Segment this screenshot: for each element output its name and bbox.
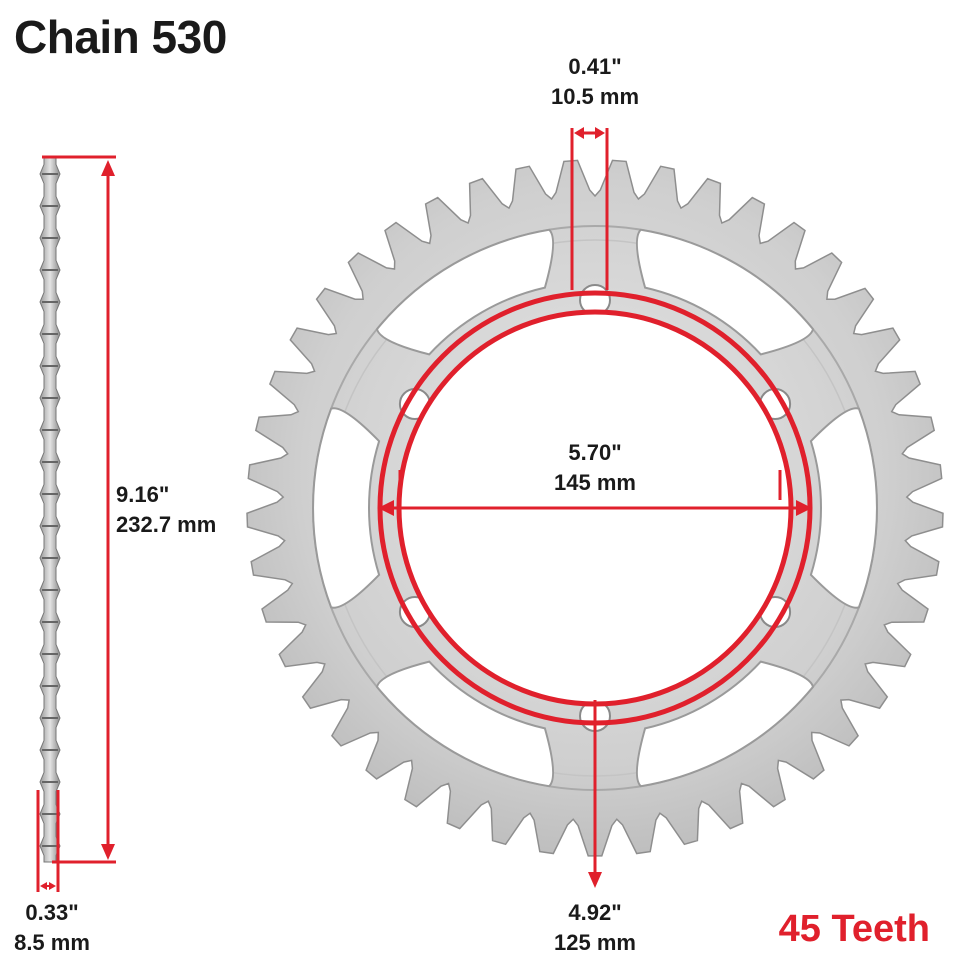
bolt-circle-dimension-mm: 125 mm <box>554 930 636 955</box>
outer-diameter-dimension-in: 9.16" <box>116 482 170 507</box>
side-profile-teeth <box>42 173 58 847</box>
side-profile-body <box>39 157 61 863</box>
lightening-cutout <box>312 407 381 609</box>
bolt-hole-arrow-right <box>595 127 605 139</box>
bolt-hole-arrow-left <box>574 127 584 139</box>
lightening-cutouts <box>312 228 878 788</box>
page-title: Chain 530 <box>14 11 227 63</box>
lightening-cutout <box>375 228 555 356</box>
bolt-hole-dimension-label: 0.41" 10.5 mm <box>545 52 645 112</box>
lightening-cutout <box>635 228 815 356</box>
dimension-annotations <box>36 127 813 892</box>
bolt-circle-arrow <box>588 872 602 888</box>
outer-diameter-dimension-label: 9.16" 232.7 mm <box>116 480 246 540</box>
bolt-hole-dimension-mm: 10.5 mm <box>550 84 640 109</box>
outer-dia-arrow-top <box>101 160 115 176</box>
thickness-arrow-left <box>40 882 47 890</box>
bolt-hole-dimension-in: 0.41" <box>568 54 622 79</box>
lightening-cutout <box>375 660 555 788</box>
center-bore-arrow-right <box>796 500 812 516</box>
outer-diameter-dimension-mm: 232.7 mm <box>116 512 217 537</box>
outer-dia-arrow-bottom <box>101 844 115 860</box>
center-bore-dimension-label: 5.70" 145 mm <box>520 438 670 498</box>
sprocket-face <box>246 159 944 857</box>
thickness-dimension-label: 0.33" 8.5 mm <box>0 898 104 958</box>
thickness-arrow-right <box>49 882 56 890</box>
thickness-dimension-mm: 8.5 mm <box>14 930 90 955</box>
center-bore-arrow-left <box>378 500 394 516</box>
bolt-circle-dimension-label: 4.92" 125 mm <box>525 898 665 958</box>
side-profile <box>39 157 61 863</box>
center-bore-dimension-in: 5.70" <box>568 440 622 465</box>
center-bore-dimension-mm: 145 mm <box>554 470 636 495</box>
thickness-dimension-in: 0.33" <box>25 900 79 925</box>
teeth-count-label: 45 Teeth <box>778 908 930 950</box>
bolt-circle-dimension-in: 4.92" <box>568 900 622 925</box>
lightening-cutout <box>809 407 878 609</box>
lightening-cutout <box>635 660 815 788</box>
